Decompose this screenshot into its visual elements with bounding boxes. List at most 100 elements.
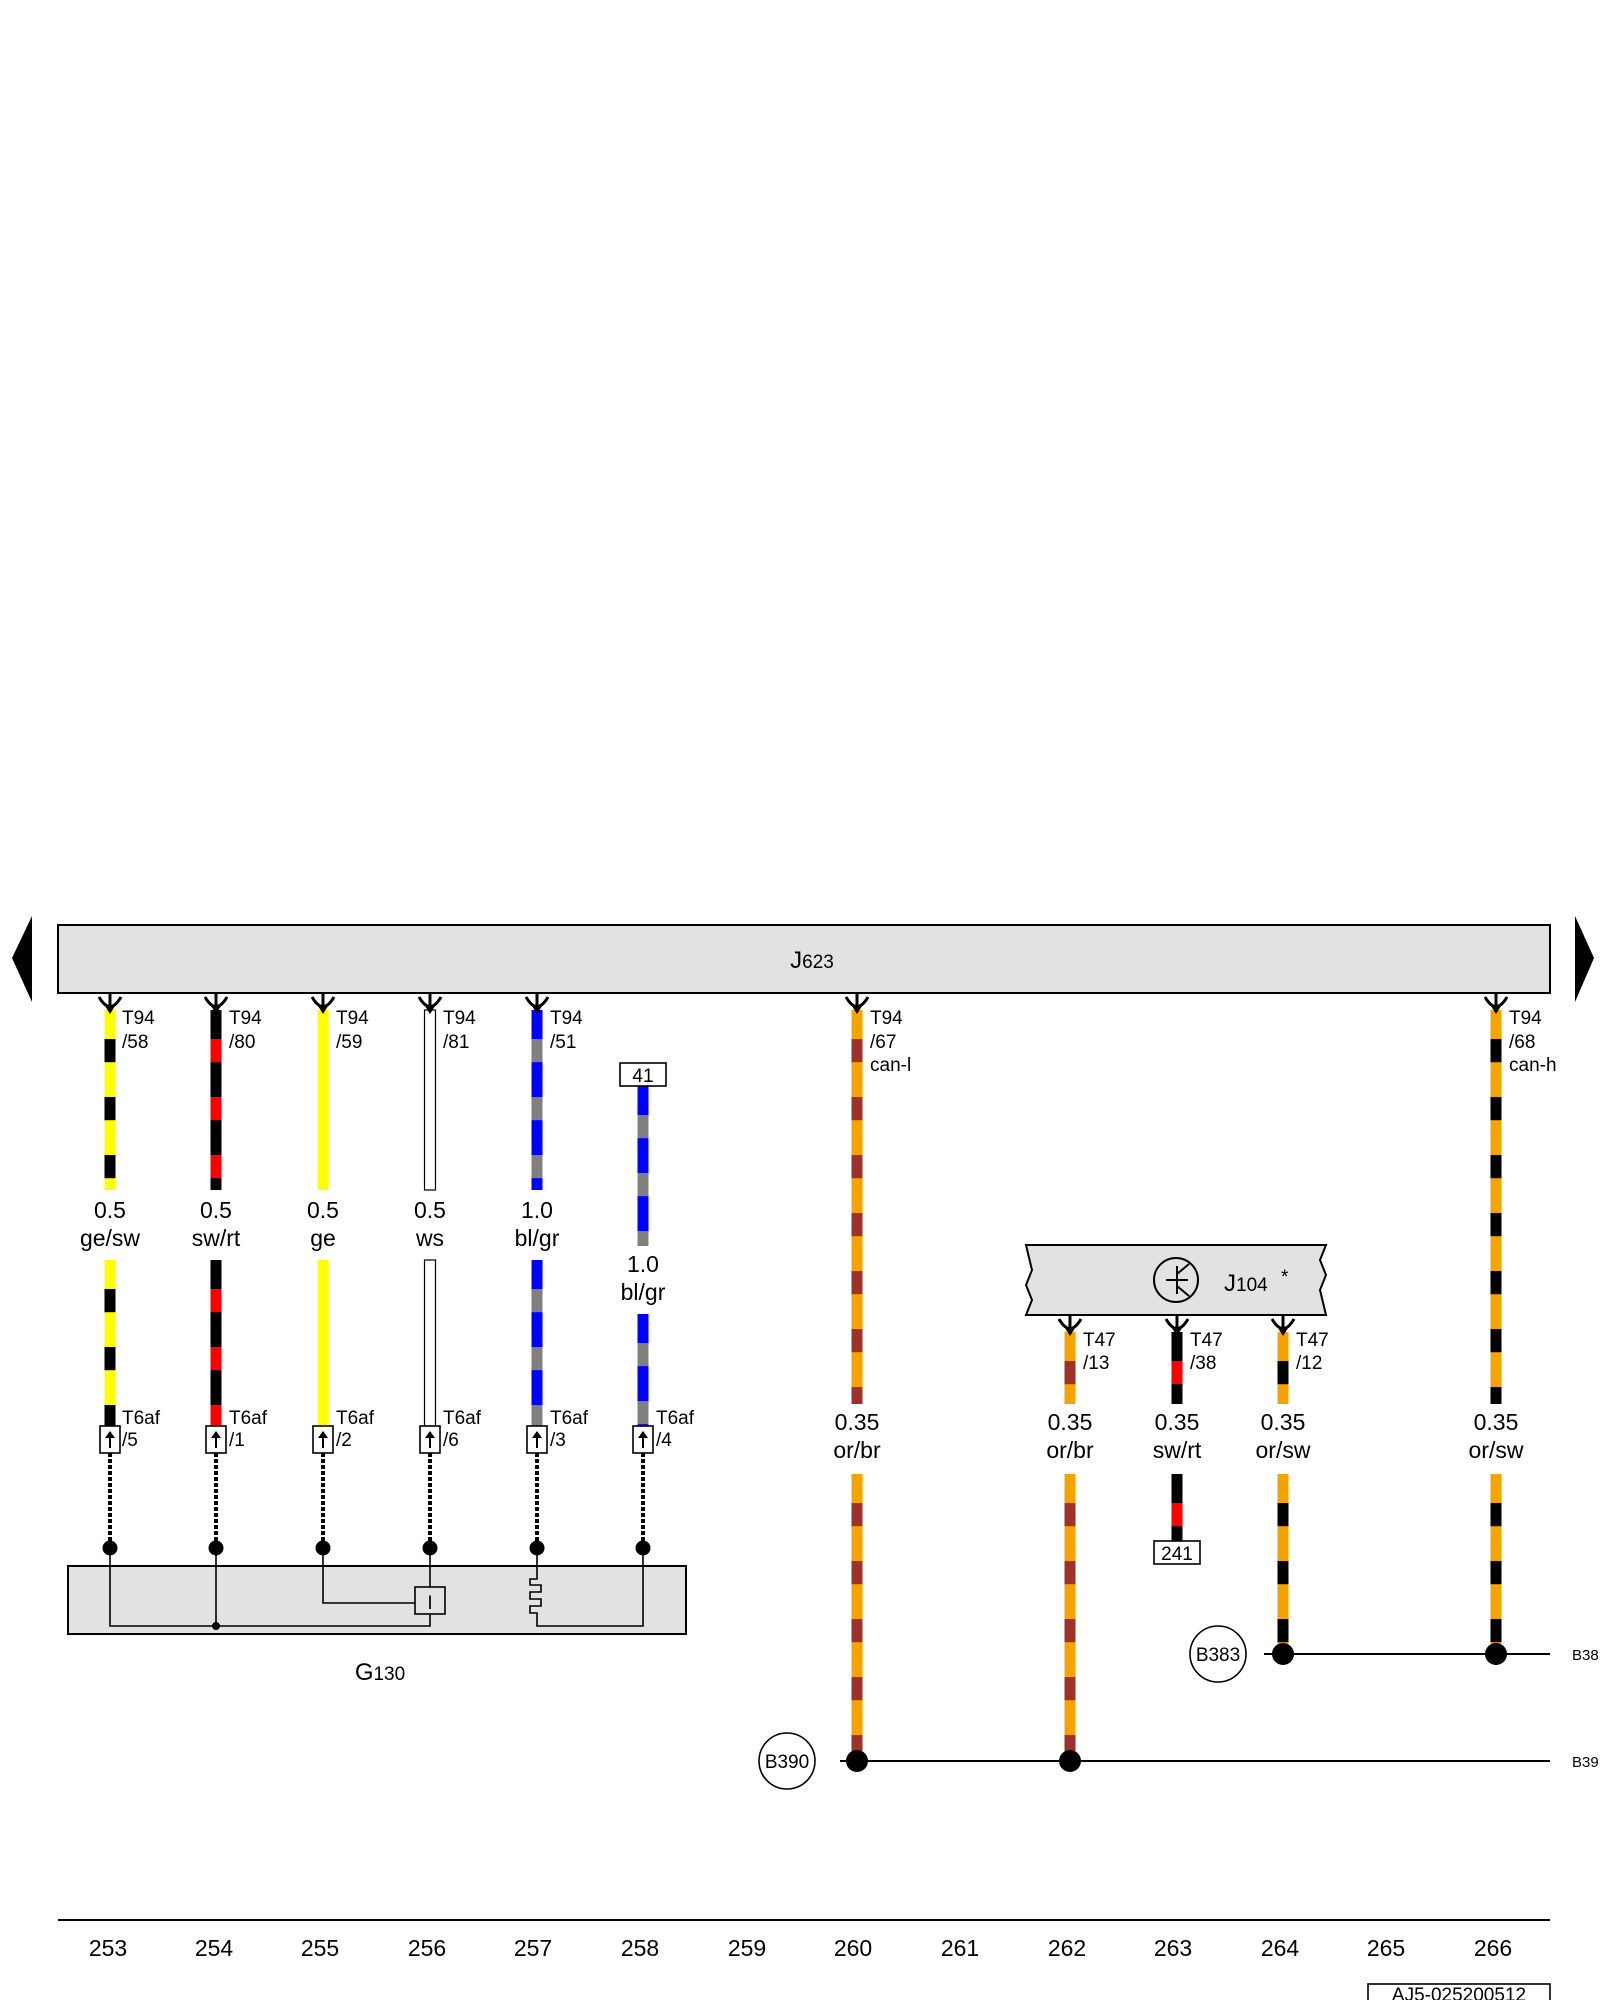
prev-page-arrow-icon[interactable] [12,916,32,1002]
wire-264-pin: T47 [1296,1330,1329,1351]
next-page-arrow-icon[interactable] [1575,916,1594,1002]
connector-arrow-icon [425,1006,435,1014]
wire-258-segment [637,1314,649,1426]
ecu-j623-box [57,924,1551,994]
wire-260-stripe [851,1387,863,1404]
wire-254-stripe [210,1155,222,1179]
column-number: 255 [301,1935,339,1961]
wire-254-bottom-pin: T6af [229,1408,268,1429]
connector-plug-arrow-icon [211,1431,221,1438]
wire-257-stripe [531,1405,543,1426]
wire-254-stripe [210,1289,222,1313]
wire-266-signal: can-h [1509,1055,1557,1076]
wire-255-pin: T94 [336,1008,369,1029]
wire-257-segment [531,1260,543,1426]
wire-266-color-code: or/sw [1469,1437,1524,1463]
connector-arrow-icon [1172,1328,1182,1336]
wire-253-junction [102,1540,118,1556]
wire-255-bottom-pin: T6af [336,1408,375,1429]
column-number: 258 [621,1935,659,1961]
wire-253-color-code: ge/sw [80,1225,140,1251]
wire-253-stripe [104,1155,116,1179]
wire-254-junction [208,1540,224,1556]
wire-255-segment [317,1010,329,1190]
wire-260-stripe [851,1561,863,1585]
wire-263-stripe [1171,1503,1183,1527]
wire-257-stripe [531,1289,543,1313]
wire-257-gauge: 1.0 [521,1197,553,1223]
wire-255-color-code: ge [310,1225,336,1251]
wire-255-junction [315,1540,331,1556]
wire-254-segment [210,1260,222,1426]
connector-arrow-icon [532,1006,542,1014]
wire-258-stripe [637,1231,649,1246]
column-number: 260 [834,1935,872,1961]
wire-262-stripe [1064,1561,1076,1585]
wire-263-pin-number: /38 [1190,1353,1216,1374]
wire-253-pin-number: /58 [122,1032,148,1053]
doc-code-box [1367,1983,1551,2000]
sensor-hall-element-label: I [427,1593,432,1614]
connector-plug-arrow-icon [638,1431,648,1438]
wire-264-stripe [1277,1561,1289,1585]
wire-260-stripe [851,1735,863,1755]
column-number: 257 [514,1935,552,1961]
wire-257-color-code: bl/gr [515,1225,560,1251]
doc-code: AJ5-025200512 [1392,1985,1526,2000]
wire-256-segment [423,1009,437,1191]
connector-arrow-icon [105,1006,115,1014]
wire-258-segment [637,1086,649,1246]
sensor-hall-element-icon [414,1586,446,1615]
ecu-j623-label: J623 [790,947,834,974]
wire-260-segment [851,1010,863,1404]
connector-plug-arrow-icon [532,1431,542,1438]
wire-257-junction [529,1540,545,1556]
wire-263-ref: 241 [1161,1544,1193,1565]
wire-266-pin-number: /68 [1509,1032,1535,1053]
column-number: 265 [1367,1935,1405,1961]
ground-b390-edge-label: B39 [1572,1754,1599,1771]
wire-257-stripe [531,1155,543,1179]
wire-260-stripe [851,1329,863,1353]
wire-254-stripe [210,1405,222,1426]
wire-258-junction [635,1540,651,1556]
wire-266-stripe [1490,1271,1502,1295]
wire-253-segment [104,1260,116,1426]
wire-262-stripe [1064,1361,1076,1385]
wire-257-stripe [531,1347,543,1371]
ground-b390-label: B390 [765,1752,809,1773]
wire-258-bottom-pin: T6af [656,1408,695,1429]
wire-258-stripe [637,1173,649,1197]
wire-264-stripe [1277,1503,1289,1527]
connector-arrow-icon [318,1006,328,1014]
wire-263-stripe [1171,1361,1183,1385]
wire-266-segment [1490,1010,1502,1404]
wire-260-stripe [851,1097,863,1121]
wire-266-stripe [1490,1387,1502,1404]
wire-254-pin-number: /80 [229,1032,255,1053]
ground-b383-junction-2 [1485,1643,1507,1665]
wire-266-gauge: 0.35 [1474,1409,1519,1435]
wire-258-stripe [637,1343,649,1367]
wire-262-stripe [1064,1619,1076,1643]
wire-254-bottom-pin-number: /1 [229,1430,245,1451]
connector-plug-arrow-icon [425,1431,435,1438]
wire-262-pin-number: /13 [1083,1353,1109,1374]
wire-262-stripe [1064,1735,1076,1755]
wire-266-stripe [1490,1097,1502,1121]
sensor-internal-junction [212,1622,220,1630]
wire-266-stripe [1490,1155,1502,1179]
wire-263-gauge: 0.35 [1155,1409,1200,1435]
wires-layer [97,994,1509,1755]
wire-254-gauge: 0.5 [200,1197,232,1223]
wire-257-bottom-pin: T6af [550,1408,589,1429]
wire-266-stripe [1490,1039,1502,1063]
wire-258-ref-box [619,1062,667,1087]
wire-254-stripe [210,1097,222,1121]
sensor-g130-internal-wiring [109,1548,644,1627]
ground-b383-badge [1189,1625,1247,1683]
wire-256-segment [423,1259,437,1427]
wire-256-gauge: 0.5 [414,1197,446,1223]
column-number: 266 [1474,1935,1512,1961]
wire-260-stripe [851,1503,863,1527]
